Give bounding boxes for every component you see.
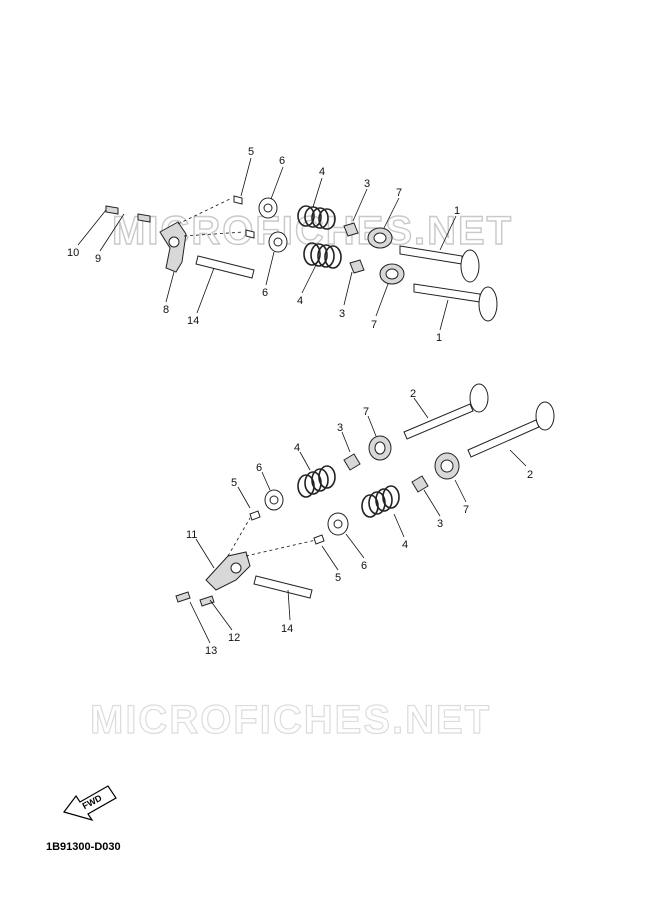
locknut-9 [137,213,151,223]
adjuster-screw-10 [105,205,119,215]
callout-11: 11 [186,529,197,541]
callout-4: 4 [402,539,408,551]
callout-10: 10 [67,247,79,259]
rocker-arm-11 [205,551,251,591]
callout-4: 4 [319,166,325,178]
rocker-shaft-14-top [195,255,255,279]
callout-6: 6 [279,155,285,167]
fwd-arrow-icon: FWD [62,785,117,822]
callout-3: 3 [437,518,443,530]
diagram-code: 1B91300-D030 [46,841,121,853]
callout-5: 5 [231,477,237,489]
callout-5: 5 [248,146,254,158]
cotter-3-upper [343,453,361,471]
cotter-3-lower [411,475,429,493]
callout-5: 5 [335,572,341,584]
callout-4: 4 [297,295,303,307]
callout-3: 3 [339,308,345,320]
callout-7: 7 [371,319,377,331]
valve-spring-4-upper [297,465,336,498]
callout-1: 1 [454,205,460,217]
callout-12: 12 [228,632,240,644]
clip-5-upper [249,510,261,521]
cotter-3-lower [349,259,365,274]
callout-2: 2 [410,388,416,400]
callout-14: 14 [281,623,293,635]
callout-4: 4 [294,442,300,454]
callout-9: 9 [95,253,101,265]
callout-3: 3 [337,422,343,434]
valve-spring-4-lower [303,242,342,269]
callout-14: 14 [187,315,199,327]
callout-7: 7 [396,187,402,199]
rocker-shaft-14-bottom [253,575,313,599]
callout-2: 2 [527,469,533,481]
locknut-12 [199,595,215,607]
callout-1: 1 [436,332,442,344]
valve-1-upper [399,245,480,283]
callout-7: 7 [363,406,369,418]
top-assembly: 5 6 4 3 7 1 10 9 8 14 6 4 3 7 1 [67,146,498,344]
callout-8: 8 [163,304,169,316]
bottom-assembly: 2 7 3 4 6 5 2 7 3 11 4 6 5 14 12 13 [175,383,555,657]
valve-2-upper [403,383,489,440]
watermark-bottom: MICROFICHES.NET [90,698,491,742]
valve-spring-4-lower [361,485,400,518]
cotter-3-upper [343,222,359,237]
clip-5-lower [313,534,325,545]
callout-3: 3 [364,178,370,190]
callout-13: 13 [205,645,217,657]
callout-6: 6 [262,287,268,299]
adjuster-screw-13 [175,591,191,603]
clip-5-upper [233,195,243,205]
valve-2-lower [467,401,555,458]
clip-5-lower [245,229,255,239]
callout-6: 6 [361,560,367,572]
valve-1-lower [413,283,498,322]
callout-6: 6 [256,462,262,474]
callout-7: 7 [463,504,469,516]
